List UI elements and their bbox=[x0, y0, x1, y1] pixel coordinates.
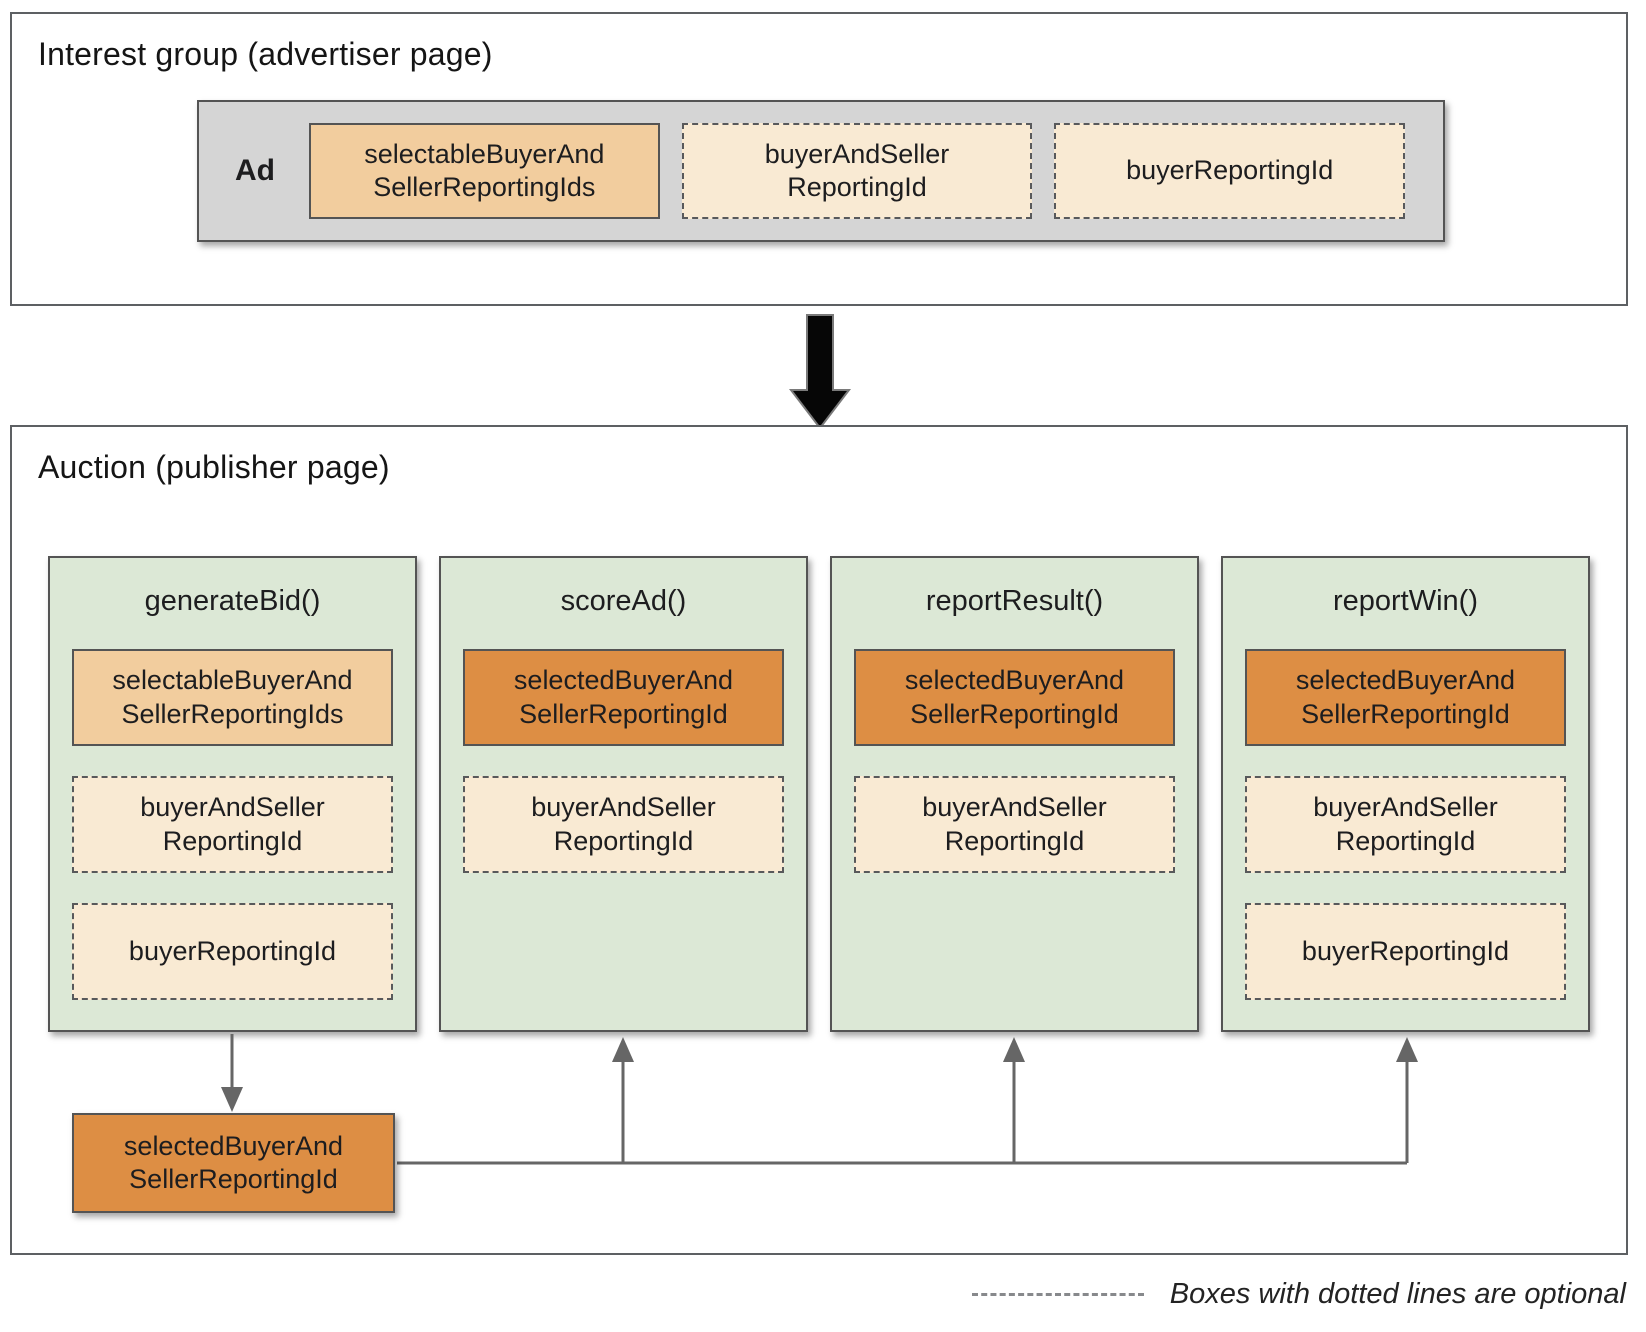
function-column-generate-bid: generateBid() selectableBuyerAnd SellerR… bbox=[48, 556, 417, 1032]
column-boxes: selectedBuyerAnd SellerReportingId buyer… bbox=[854, 649, 1175, 873]
ad-label: Ad bbox=[235, 154, 275, 187]
column-boxes: selectedBuyerAnd SellerReportingId buyer… bbox=[463, 649, 784, 873]
box-buyer-reporting-id: buyerReportingId bbox=[72, 903, 393, 1000]
box-buyer-reporting-id: buyerReportingId bbox=[1245, 903, 1566, 1000]
function-column-report-result: reportResult() selectedBuyerAnd SellerRe… bbox=[830, 556, 1199, 1032]
flow-down-arrow-icon bbox=[788, 314, 852, 430]
box-selectable-buyer-and-seller-reporting-ids: selectableBuyerAnd SellerReportingIds bbox=[309, 123, 660, 219]
box-selectable-buyer-and-seller-reporting-ids: selectableBuyerAnd SellerReportingIds bbox=[72, 649, 393, 746]
legend-text: Boxes with dotted lines are optional bbox=[1169, 1278, 1626, 1310]
function-columns: generateBid() selectableBuyerAnd SellerR… bbox=[48, 556, 1590, 1032]
box-buyer-reporting-id: buyerReportingId bbox=[1054, 123, 1406, 219]
box-selected-buyer-and-seller-reporting-id: selectedBuyerAnd SellerReportingId bbox=[854, 649, 1175, 746]
function-title: reportWin() bbox=[1332, 585, 1478, 617]
box-buyer-and-seller-reporting-id: buyerAndSeller ReportingId bbox=[72, 776, 393, 873]
column-boxes: selectedBuyerAnd SellerReportingId buyer… bbox=[1245, 649, 1566, 1000]
interest-group-title: Interest group (advertiser page) bbox=[38, 36, 493, 72]
box-buyer-and-seller-reporting-id: buyerAndSeller ReportingId bbox=[681, 123, 1033, 219]
box-buyer-and-seller-reporting-id: buyerAndSeller ReportingId bbox=[463, 776, 784, 873]
dashed-line-sample-icon bbox=[971, 1293, 1144, 1296]
legend: Boxes with dotted lines are optional bbox=[971, 1278, 1626, 1311]
function-title: reportResult() bbox=[925, 585, 1104, 617]
function-column-score-ad: scoreAd() selectedBuyerAnd SellerReporti… bbox=[439, 556, 808, 1032]
function-column-report-win: reportWin() selectedBuyerAnd SellerRepor… bbox=[1221, 556, 1590, 1032]
box-selected-buyer-and-seller-reporting-id: selectedBuyerAnd SellerReportingId bbox=[463, 649, 784, 746]
function-title: scoreAd() bbox=[560, 585, 687, 617]
interest-group-section: Interest group (advertiser page) Ad sele… bbox=[10, 12, 1628, 306]
box-selected-buyer-and-seller-reporting-id-output: selectedBuyerAnd SellerReportingId bbox=[72, 1113, 395, 1213]
function-title: generateBid() bbox=[144, 585, 321, 617]
box-buyer-and-seller-reporting-id: buyerAndSeller ReportingId bbox=[1245, 776, 1566, 873]
auction-title: Auction (publisher page) bbox=[38, 449, 390, 485]
ad-container: Ad selectableBuyerAnd SellerReportingIds… bbox=[197, 100, 1445, 242]
column-boxes: selectableBuyerAnd SellerReportingIds bu… bbox=[72, 649, 393, 1000]
box-buyer-and-seller-reporting-id: buyerAndSeller ReportingId bbox=[854, 776, 1175, 873]
box-selected-buyer-and-seller-reporting-id: selectedBuyerAnd SellerReportingId bbox=[1245, 649, 1566, 746]
